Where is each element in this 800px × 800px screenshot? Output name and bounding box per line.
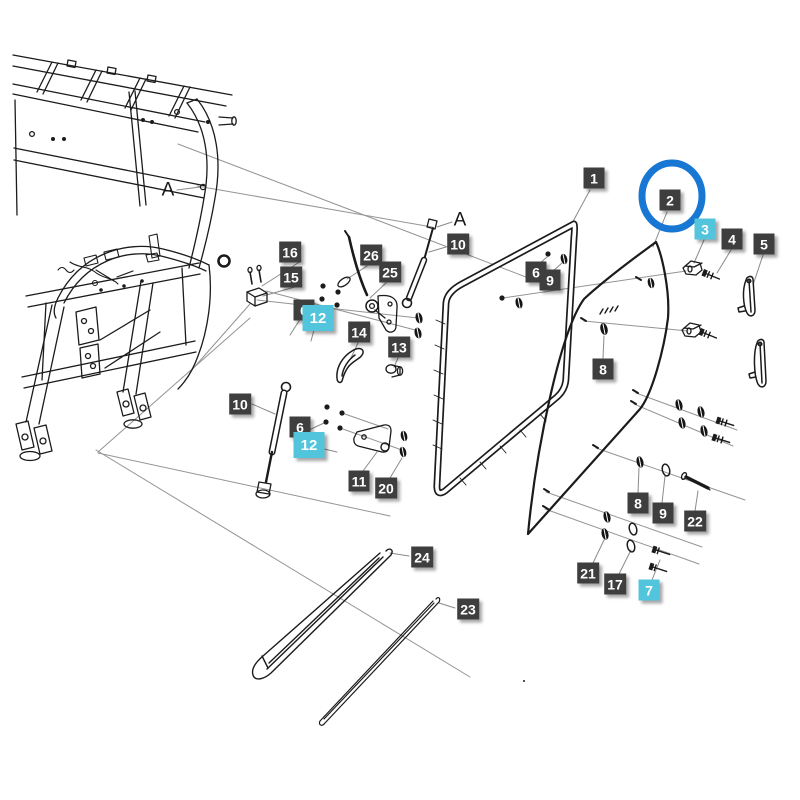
part-23-strip	[318, 596, 441, 726]
reference-letter-A-1: A	[453, 209, 467, 231]
part-label-9[interactable]: 9	[652, 502, 674, 524]
part-label-12[interactable]: 12	[293, 432, 325, 458]
part-label-2-circled[interactable]: 2	[659, 189, 681, 211]
part-24-seal-loop	[251, 548, 393, 680]
part-label-24[interactable]: 24	[411, 546, 433, 568]
part-label-14[interactable]: 14	[348, 321, 370, 343]
bolt-dots	[319, 251, 551, 431]
part-label-9[interactable]: 9	[539, 269, 561, 291]
part-label-8[interactable]: 8	[592, 358, 614, 380]
part-3-latch-wedges	[681, 260, 703, 338]
part-label-10[interactable]: 10	[447, 233, 469, 255]
part-label-26[interactable]: 26	[360, 244, 382, 266]
part-label-16[interactable]: 16	[279, 241, 301, 263]
highlight-circle	[638, 159, 706, 233]
part-label-20[interactable]: 20	[375, 477, 397, 499]
part-label-23[interactable]: 23	[457, 598, 479, 620]
bushings	[399, 253, 708, 553]
part-label-4[interactable]: 4	[721, 228, 743, 250]
part-label-12[interactable]: 12	[302, 305, 334, 331]
part-10-gas-strut-lower	[255, 381, 292, 499]
cab-frame	[12, 54, 237, 462]
window-latch-assembly	[365, 294, 398, 333]
part-10-gas-strut-upper	[401, 218, 438, 309]
part-25-latch-rod	[344, 230, 369, 297]
part-22-bolt	[680, 471, 711, 491]
part-14-inner-handle	[336, 347, 364, 384]
part-11-bracket	[353, 424, 392, 453]
part-5-handles	[737, 275, 767, 388]
part-26-pin	[337, 276, 351, 288]
part-label-15[interactable]: 15	[280, 266, 302, 288]
part-label-25[interactable]: 25	[379, 261, 401, 283]
part-label-1[interactable]: 1	[583, 167, 605, 189]
part-label-17[interactable]: 17	[604, 573, 626, 595]
part-label-5[interactable]: 5	[753, 233, 775, 255]
part-15-16-hinge-bracket	[246, 264, 268, 307]
part-1-door-frame-seal	[432, 220, 578, 497]
part-label-11[interactable]: 11	[348, 470, 370, 492]
part-label-13[interactable]: 13	[388, 336, 410, 358]
reference-letter-A-0: A	[161, 179, 175, 201]
part-label-21[interactable]: 21	[577, 562, 599, 584]
small-screws	[648, 269, 735, 573]
part-2-door-glass	[523, 240, 670, 682]
part-label-7[interactable]: 7	[638, 579, 660, 601]
part-label-8[interactable]: 8	[627, 492, 649, 514]
leader-lines	[176, 186, 764, 609]
part-label-10[interactable]: 10	[229, 393, 251, 415]
part-13-lock-cylinder	[385, 364, 404, 378]
part-label-22[interactable]: 22	[684, 510, 706, 532]
part-label-3[interactable]: 3	[694, 218, 716, 240]
